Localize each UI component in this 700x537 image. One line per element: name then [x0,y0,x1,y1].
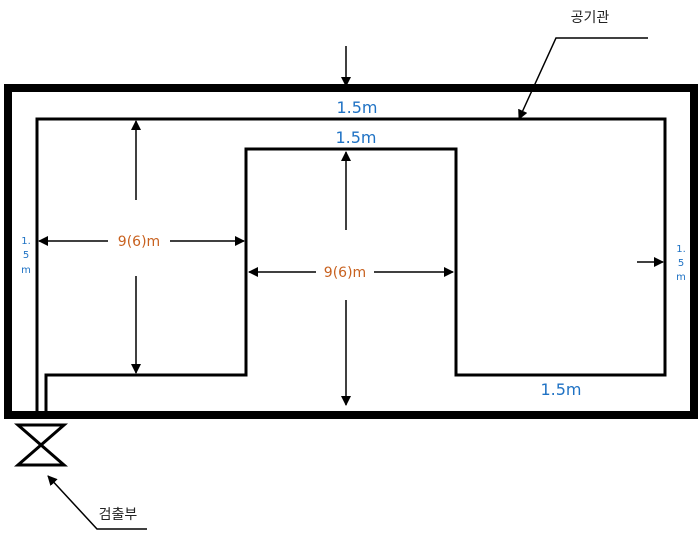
svg-text:1.: 1. [676,244,686,255]
detector-label: 검출부 [99,507,138,523]
room-boundary [4,84,698,419]
spacing-top-inner-label: 1.5m [335,128,376,147]
svg-text:m: m [21,265,31,276]
distance-left-label: 9(6)m [118,234,160,250]
distance-center-label: 9(6)m [324,265,366,281]
svg-text:5: 5 [678,258,684,269]
detector-valve-icon [13,423,69,467]
svg-text:1.: 1. [21,236,31,247]
spacing-top-outer-label: 1.5m [336,98,377,117]
spacing-bottom-right-label: 1.5m [540,380,581,399]
air-pipe-route [35,117,667,415]
spacing-left-label: 1. 5 m [21,236,31,276]
detector-leader-line [47,475,147,530]
svg-text:m: m [676,272,686,283]
svg-text:5: 5 [23,250,29,261]
air-pipe-leader-line [518,37,648,120]
air-pipe-label: 공기관 [571,10,610,26]
spacing-right-label: 1. 5 m [676,244,686,283]
